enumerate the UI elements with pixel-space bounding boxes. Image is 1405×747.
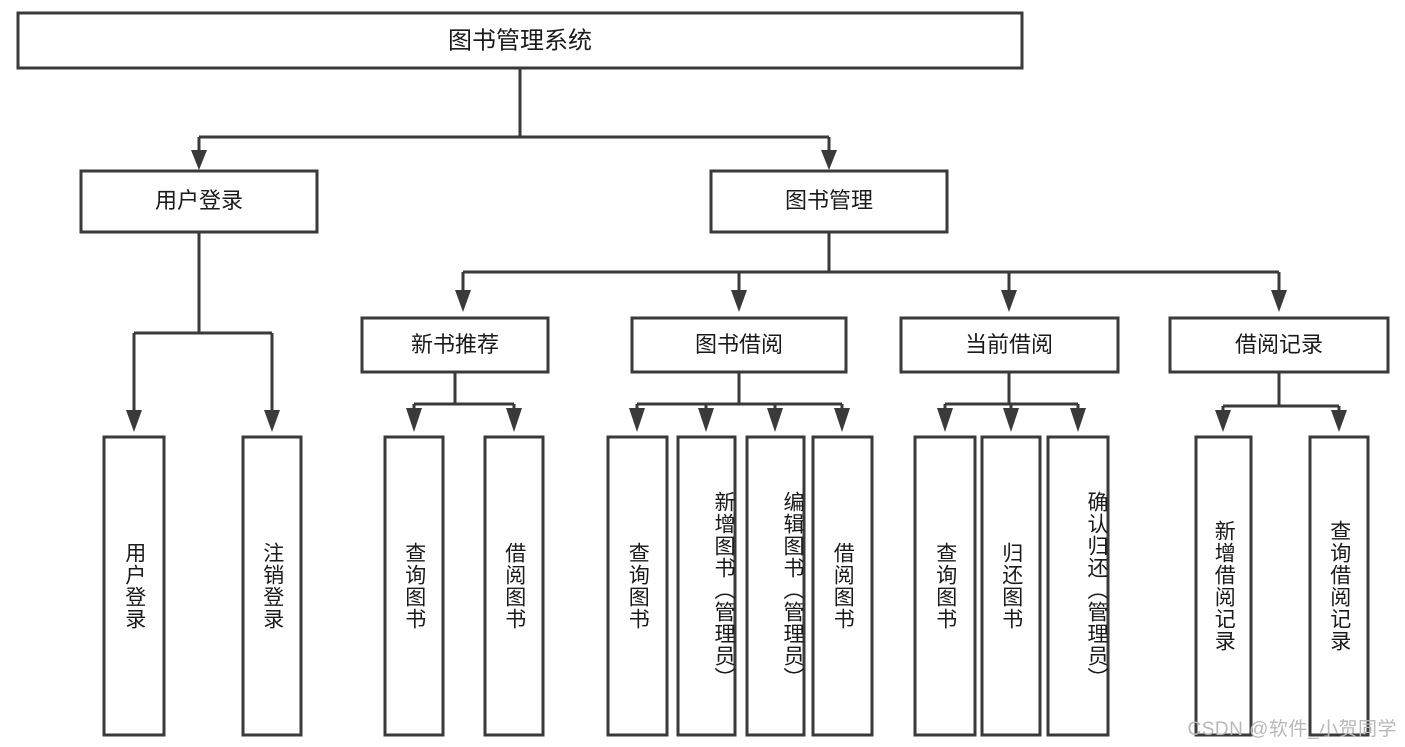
edge-records-to-leaves [1215, 372, 1347, 432]
leaf-box-logout[interactable] [241, 435, 303, 737]
node-book-borrow-box[interactable] [630, 316, 848, 374]
arrow-head-user-login [191, 150, 207, 170]
edge-current-to-leaves [937, 372, 1086, 432]
arrow-head-current [1001, 290, 1017, 312]
node-borrow-records[interactable]: 借阅记录 [1168, 316, 1390, 374]
leaf-box-borrow-edit[interactable] [745, 435, 806, 737]
csdn-watermark: CSDN @软件_小贺同学 [1187, 719, 1397, 740]
node-new-book-recommend[interactable]: 新书推荐 [360, 316, 550, 374]
node-current-borrow-label: 当前借阅 [965, 332, 1053, 357]
node-current-borrow-box[interactable] [899, 316, 1120, 374]
leaf-box-records-add[interactable] [1194, 435, 1253, 737]
arrow-head-borrow-add [698, 408, 714, 432]
arrow-head-borrow-lend [834, 408, 850, 432]
node-new-book-recommend-box[interactable] [360, 316, 550, 374]
node-book-management-label: 图书管理 [785, 188, 873, 213]
leaf-box-records-query[interactable] [1308, 435, 1370, 737]
node-user-login-box[interactable] [79, 169, 319, 234]
edge-root-to-level1 [191, 68, 837, 170]
edge-bookmgmt-to-level2 [455, 232, 1287, 312]
arrow-head-book-mgmt [821, 150, 837, 170]
arrow-head-leaf-logout [264, 410, 280, 432]
arrow-head-newbook-borrow [506, 408, 522, 432]
arrow-head-leaf-user-login [126, 410, 142, 432]
leaf-box-user-login[interactable] [102, 435, 166, 737]
node-root-system[interactable]: 图书管理系统 [16, 11, 1024, 70]
leaf-box-newbook-query[interactable] [383, 435, 445, 737]
node-book-borrow[interactable]: 图书借阅 [630, 316, 848, 374]
arrow-head-records [1271, 290, 1287, 312]
leaf-box-borrow-lend[interactable] [811, 435, 874, 737]
leaf-box-current-confirm[interactable] [1046, 435, 1110, 737]
node-book-management[interactable]: 图书管理 [709, 169, 949, 234]
leaf-box-current-query[interactable] [913, 435, 977, 737]
arrow-head-borrow [731, 290, 747, 312]
arrow-head-newbook-query [406, 408, 422, 432]
arrow-head-current-return [1003, 408, 1019, 432]
node-borrow-records-label: 借阅记录 [1235, 332, 1323, 357]
arrow-head-borrow-query [629, 408, 645, 432]
arrow-head-current-query [937, 408, 953, 432]
edge-borrow-to-leaves [629, 372, 850, 432]
leaf-box-current-return[interactable] [980, 435, 1042, 737]
arrow-head-records-query [1331, 410, 1347, 432]
node-user-login[interactable]: 用户登录 [79, 169, 319, 234]
arrow-head-current-confirm [1070, 408, 1086, 432]
node-root-system-label: 图书管理系统 [448, 27, 592, 54]
leaf-box-borrow-query[interactable] [606, 435, 669, 737]
node-borrow-records-box[interactable] [1168, 316, 1390, 374]
arrow-head-borrow-edit [767, 408, 783, 432]
edge-newbook-to-leaves [406, 372, 522, 432]
arrow-head-newbook [455, 290, 471, 312]
node-root-system-box[interactable] [16, 11, 1024, 70]
node-current-borrow[interactable]: 当前借阅 [899, 316, 1120, 374]
edge-userlogin-to-leaves [126, 232, 280, 432]
node-book-borrow-label: 图书借阅 [695, 332, 783, 357]
node-new-book-recommend-label: 新书推荐 [411, 332, 499, 357]
node-book-management-box[interactable] [709, 169, 949, 234]
arrow-head-records-add [1215, 410, 1231, 432]
node-user-login-label: 用户登录 [155, 188, 243, 213]
leaf-box-borrow-add[interactable] [676, 435, 737, 737]
leaf-box-newbook-borrow[interactable] [483, 435, 545, 737]
